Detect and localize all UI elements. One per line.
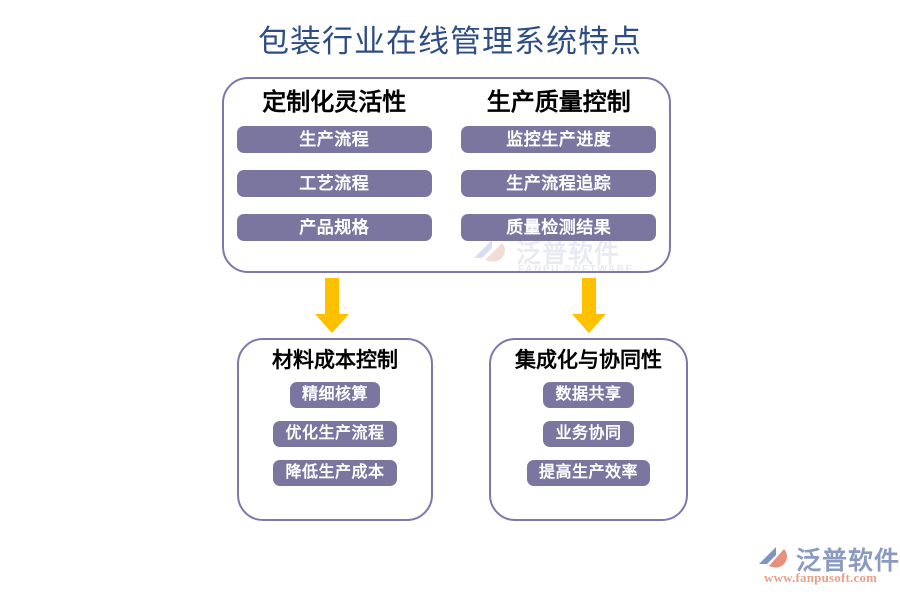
arrow-down-right-icon [572, 278, 606, 333]
top-group-columns: 定制化灵活性 生产流程 工艺流程 产品规格 生产质量控制 监控生产进度 生产流程… [222, 77, 671, 273]
page-title: 包装行业在线管理系统特点 [258, 24, 642, 59]
fanpu-logo-icon [759, 547, 787, 568]
pill-stack-material-cost: 精细核算 优化生产流程 降低生产成本 [273, 382, 397, 486]
group-box-material-cost [237, 338, 433, 521]
group-box-integration [489, 338, 688, 521]
pill-craft-process[interactable]: 工艺流程 [236, 170, 432, 197]
arrow-down-left-icon [315, 278, 349, 333]
brand-url: www.fanpusoft.com [764, 570, 878, 585]
brand-logo: 泛普软件 www.fanpusoft.com [758, 540, 899, 588]
column-customization: 定制化灵活性 生产流程 工艺流程 产品规格 [227, 87, 441, 241]
group-heading-integration: 集成化与协同性 [515, 349, 662, 372]
pill-product-spec[interactable]: 产品规格 [236, 214, 432, 241]
column-heading-quality-control: 生产质量控制 [486, 89, 631, 116]
group-heading-material-cost: 材料成本控制 [272, 349, 398, 372]
column-heading-customization: 定制化灵活性 [262, 89, 407, 116]
pill-data-sharing[interactable]: 数据共享 [543, 382, 634, 408]
pill-production-process[interactable]: 生产流程 [236, 126, 432, 153]
pill-stack-customization: 生产流程 工艺流程 产品规格 [236, 126, 432, 241]
group-content-material-cost: 材料成本控制 精细核算 优化生产流程 降低生产成本 [237, 338, 433, 521]
group-content-integration: 集成化与协同性 数据共享 业务协同 提高生产效率 [489, 338, 688, 521]
brand-name-cn: 泛普软件 [796, 547, 900, 575]
pill-process-tracking[interactable]: 生产流程追踪 [461, 170, 657, 197]
pill-quality-test-result[interactable]: 质量检测结果 [461, 214, 657, 241]
pill-stack-integration: 数据共享 业务协同 提高生产效率 [526, 382, 650, 486]
column-quality-control: 生产质量控制 监控生产进度 生产流程追踪 质量检测结果 [452, 87, 666, 241]
pill-fine-accounting[interactable]: 精细核算 [289, 382, 380, 408]
pill-monitor-progress[interactable]: 监控生产进度 [461, 126, 657, 153]
pill-stack-quality-control: 监控生产进度 生产流程追踪 质量检测结果 [461, 126, 657, 241]
group-box-top [222, 77, 671, 273]
pill-improve-efficiency[interactable]: 提高生产效率 [526, 460, 650, 486]
pill-business-collaboration[interactable]: 业务协同 [543, 421, 634, 447]
pill-reduce-cost[interactable]: 降低生产成本 [273, 460, 397, 486]
pill-optimize-process[interactable]: 优化生产流程 [273, 421, 397, 447]
